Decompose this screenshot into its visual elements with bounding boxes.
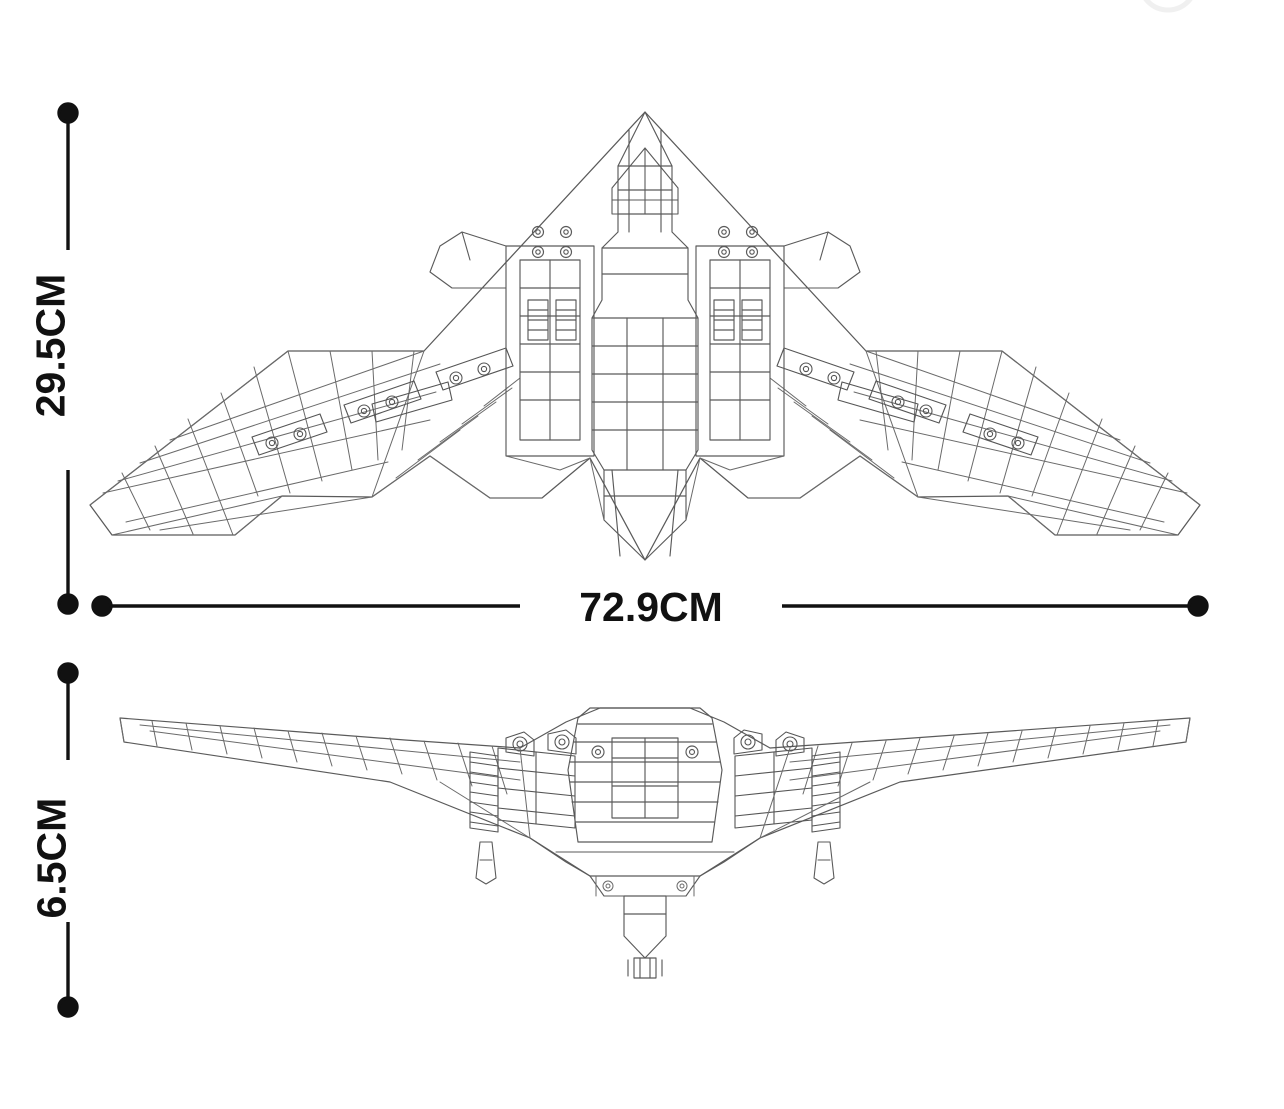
watermark-circle-icon [1143, 0, 1193, 13]
dimension-line-width [91, 595, 1209, 617]
dimension-label-width: 72.9CM [520, 585, 782, 630]
dimension-line-height-top [57, 102, 79, 615]
dimension-line-height-front [57, 662, 79, 1018]
dimension-label-height-top: 29.5CM [27, 273, 74, 418]
dimension-label-height-front: 6.5CM [28, 797, 75, 919]
